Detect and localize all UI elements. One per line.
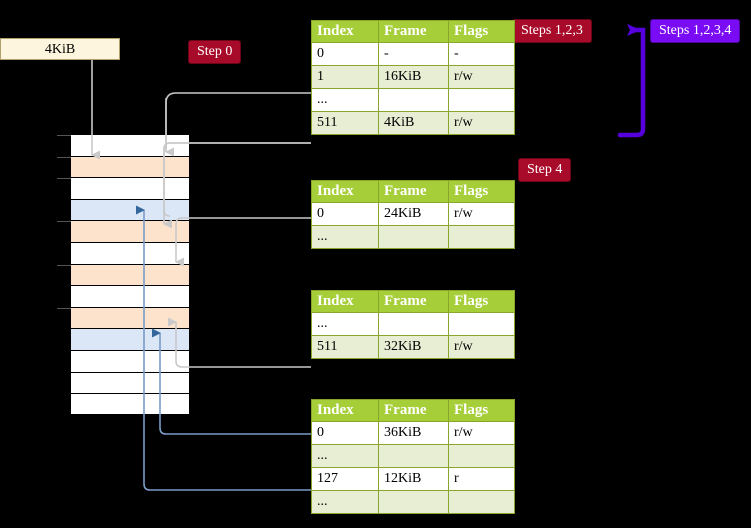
memory-frame-row <box>57 134 190 156</box>
frame-tick-mark <box>57 156 71 158</box>
column-header-frame: Frame <box>378 399 449 422</box>
badge-step-4: Step 4 <box>518 158 572 182</box>
cell-flags: r/w <box>448 65 515 89</box>
cell-frame <box>378 88 449 112</box>
badge-steps-1-2-3: Steps 1,2,3 <box>512 19 592 43</box>
table-row: 0-- <box>311 42 515 66</box>
table-row: ... <box>311 225 515 249</box>
column-header-frame: Frame <box>378 290 449 313</box>
cell-index: ... <box>311 225 379 249</box>
column-header-index: Index <box>311 20 379 43</box>
cell-index: 0 <box>311 421 379 445</box>
memory-frame-row <box>70 328 190 350</box>
frame-tick-mark <box>57 307 71 309</box>
cell-index: ... <box>311 444 379 468</box>
cell-flags: r/w <box>448 202 515 226</box>
cell-flags: r/w <box>448 111 515 135</box>
table-row: ... <box>311 312 515 336</box>
cell-frame: 24KiB <box>378 202 449 226</box>
memory-frame-row <box>70 198 190 221</box>
memory-block-4kib: 4KiB <box>0 38 120 60</box>
cell-index: 511 <box>311 335 379 359</box>
cell-flags <box>448 490 515 514</box>
cell-flags <box>448 88 515 112</box>
cell-frame: 16KiB <box>378 65 449 89</box>
frame-tick-mark <box>57 135 71 136</box>
cell-frame: 12KiB <box>378 467 449 491</box>
table-row: ... <box>311 444 515 468</box>
column-header-flags: Flags <box>448 180 515 203</box>
column-header-frame: Frame <box>378 180 449 203</box>
cell-flags <box>448 444 515 468</box>
memory-frame-row <box>57 263 190 286</box>
cell-flags: r <box>448 467 515 491</box>
memory-frame-row <box>70 393 190 415</box>
badge-step-0: Step 0 <box>188 40 242 64</box>
column-header-flags: Flags <box>448 399 515 422</box>
cell-frame: 36KiB <box>378 421 449 445</box>
cell-flags: r/w <box>448 335 515 359</box>
memory-frame-row <box>70 371 190 394</box>
physical-memory-grid <box>57 134 190 415</box>
cell-index: 1 <box>311 65 379 89</box>
cell-frame: 32KiB <box>378 335 449 359</box>
cell-index: 0 <box>311 202 379 226</box>
table-row: ... <box>311 490 515 514</box>
badge-steps-1-2-3-4: Steps 1,2,3,4 <box>650 19 741 43</box>
memory-frame-row <box>57 155 190 178</box>
cell-index: ... <box>311 312 379 336</box>
column-header-index: Index <box>311 399 379 422</box>
cell-frame: - <box>378 42 449 66</box>
cell-index: 127 <box>311 467 379 491</box>
cell-index: ... <box>311 88 379 112</box>
cell-index: 0 <box>311 42 379 66</box>
frame-tick-mark <box>57 264 71 266</box>
table-row: ... <box>311 88 515 112</box>
cell-flags <box>448 225 515 249</box>
frame-tick-mark <box>57 221 71 223</box>
cell-frame <box>378 225 449 249</box>
cell-index: ... <box>311 490 379 514</box>
column-header-index: Index <box>311 290 379 313</box>
frame-tick-mark <box>57 178 71 180</box>
memory-frame-row <box>70 242 190 264</box>
cell-frame <box>378 312 449 336</box>
cell-flags: - <box>448 42 515 66</box>
cell-index: 511 <box>311 111 379 135</box>
column-header-flags: Flags <box>448 20 515 43</box>
cell-frame <box>378 444 449 468</box>
memory-frame-row <box>57 306 190 329</box>
cell-flags: r/w <box>448 421 515 445</box>
memory-frame-row <box>70 285 190 307</box>
column-header-frame: Frame <box>378 20 449 43</box>
column-header-flags: Flags <box>448 290 515 313</box>
memory-frame-row <box>57 220 190 242</box>
column-header-index: Index <box>311 180 379 203</box>
cell-flags <box>448 312 515 336</box>
cell-frame: 4KiB <box>378 111 449 135</box>
cell-frame <box>378 490 449 514</box>
memory-frame-row <box>57 177 190 199</box>
memory-frame-row <box>70 350 190 372</box>
